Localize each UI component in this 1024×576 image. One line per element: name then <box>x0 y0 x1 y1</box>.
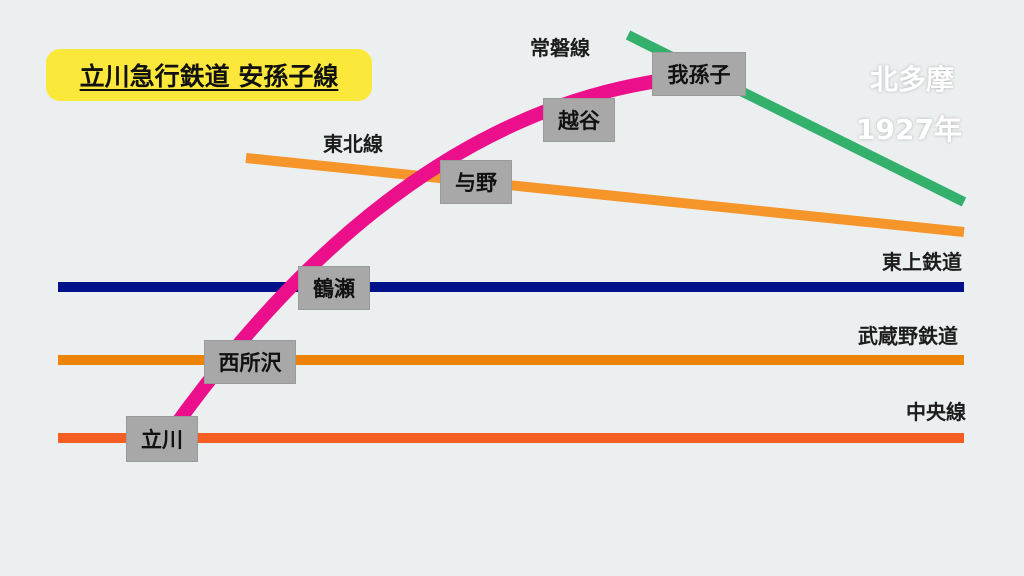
station-koshigaya: 越谷 <box>543 98 615 142</box>
station-tsuruse: 鶴瀬 <box>298 266 370 310</box>
map-title: 立川急行鉄道 安孫子線 <box>79 62 339 91</box>
tojo-line-label: 東上鉄道 <box>882 250 962 274</box>
musashino-line-label: 武蔵野鉄道 <box>858 324 958 348</box>
station-tachikawa: 立川 <box>126 416 198 462</box>
region-label: 北多摩 <box>870 63 955 96</box>
station-abiko: 我孫子 <box>652 52 746 96</box>
title-banner: 立川急行鉄道 安孫子線 <box>46 49 372 101</box>
jouban-line-label: 常磐線 <box>530 36 590 60</box>
chuo-line-label: 中央線 <box>906 400 966 424</box>
station-nishitokorozawa: 西所沢 <box>204 340 296 384</box>
station-yono: 与野 <box>440 160 512 204</box>
year-label: 1927年 <box>856 113 962 146</box>
tohoku-line-label: 東北線 <box>323 132 383 156</box>
tohoku-line <box>245 153 965 237</box>
